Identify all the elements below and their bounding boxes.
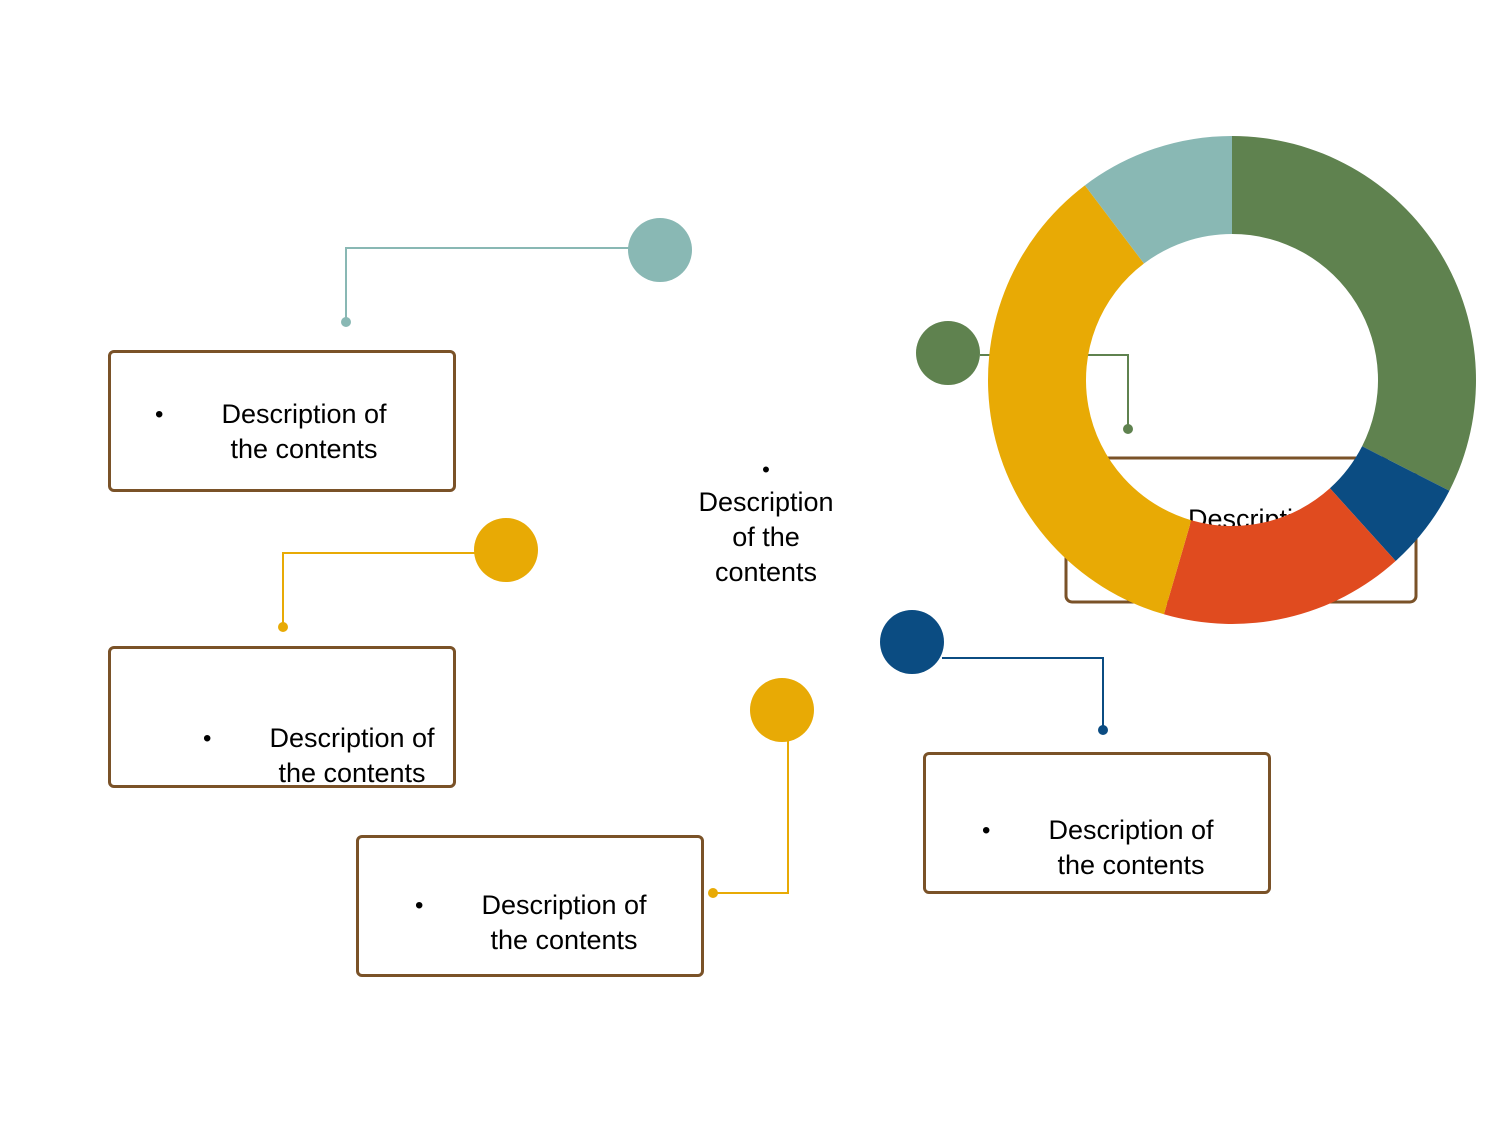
- marker-circle-gold-left: [474, 518, 538, 582]
- connector-teal: [345, 247, 630, 322]
- donut-slice-1: [1232, 136, 1477, 491]
- donut-slice-3: [1163, 488, 1396, 624]
- box-teal-line1: Description of: [221, 399, 387, 429]
- bullet-glyph: •: [203, 725, 212, 752]
- center-line-2: of the: [732, 522, 800, 552]
- bullet-glyph: •: [415, 892, 424, 919]
- box-teal-line2: the contents: [230, 434, 378, 464]
- connector-gold-bottom: [713, 740, 789, 894]
- connector-dot-gold-bottom: [708, 888, 718, 898]
- box-gold-bottom-line2: the contents: [490, 925, 638, 955]
- box-blue-line1: Description of: [1048, 815, 1214, 845]
- center-line-3: contents: [714, 557, 818, 587]
- marker-circle-gold-bottom: [750, 678, 814, 742]
- box-gold-bottom: • Description of the contents: [356, 835, 704, 977]
- donut-slice-4: [988, 185, 1192, 615]
- box-gold-left-line2: the contents: [278, 758, 426, 788]
- marker-circle-blue: [880, 610, 944, 674]
- box-blue: • Description of the contents: [923, 752, 1271, 894]
- box-gold-left-line1: Description of: [269, 723, 435, 753]
- box-teal: • Description of the contents: [108, 350, 456, 492]
- box-blue-line2: the contents: [1057, 850, 1205, 880]
- box-gold-bottom-line1: Description of: [481, 890, 647, 920]
- connector-dot-green: [1123, 424, 1133, 434]
- bullet-glyph: •: [155, 401, 164, 428]
- donut-slice-2: [1329, 446, 1450, 561]
- marker-circle-green: [916, 321, 980, 385]
- donut-chart: [988, 136, 1477, 624]
- center-line-1: Description: [698, 487, 834, 517]
- marker-circle-teal: [628, 218, 692, 282]
- center-bullet: •: [762, 457, 770, 482]
- connector-gold-left: [282, 552, 476, 627]
- bullet-glyph: •: [982, 817, 991, 844]
- connector-blue: [942, 657, 1104, 730]
- donut-slice-5: [1084, 136, 1232, 264]
- connector-dot-gold-left: [278, 622, 288, 632]
- connector-dot-teal: [341, 317, 351, 327]
- box-gold-left: • Description of the contents: [108, 646, 456, 788]
- center-description: • Description of the contents: [680, 455, 852, 590]
- connector-dot-blue: [1098, 725, 1108, 735]
